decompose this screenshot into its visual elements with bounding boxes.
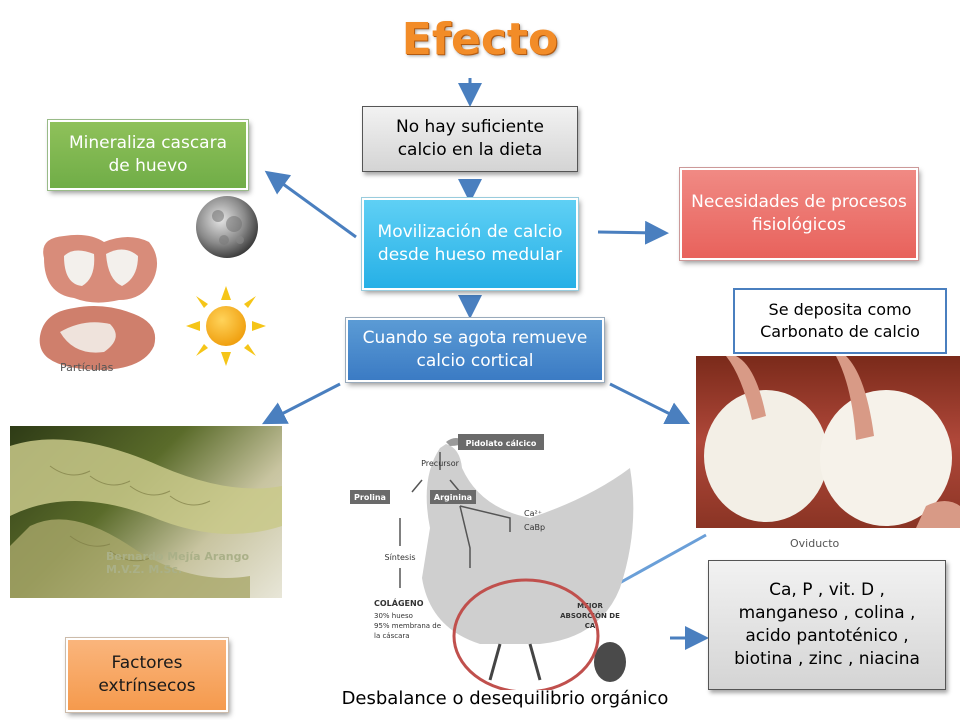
factores-label: Factores extrínsecos [98, 653, 196, 696]
carbonato-label: Se deposita como Carbonato de calcio [760, 300, 920, 341]
hen-colageno-2: 95% membrana de [374, 622, 441, 630]
particulas-caption: Partículas [60, 361, 114, 374]
leg-photo: Bernardo Mejía Arango M.V.Z. M.Sc. [10, 426, 282, 598]
hen-sintesis: Síntesis [385, 553, 416, 562]
eggs-shape-icon [704, 356, 960, 528]
hen-precursor: Precursor [421, 459, 460, 468]
bone-particles-image [39, 234, 158, 370]
hen-mejor-2: ABSORCIÓN DE [560, 611, 620, 620]
watermark-line1: Bernardo Mejía Arango [106, 550, 250, 563]
no-calcio-box: No hay suficiente calcio en la dieta [362, 106, 578, 172]
hen-colageno-3: la cáscara [374, 632, 410, 640]
hen-prolina: Prolina [354, 493, 386, 502]
hen-ca2: Ca²⁺ [524, 509, 542, 518]
hen-colageno-1: 30% hueso [374, 612, 413, 620]
oviducto-caption: Oviducto [790, 537, 840, 550]
cortical-label: Cuando se agota remueve calcio cortical [362, 328, 588, 371]
factores-box: Factores extrínsecos [65, 637, 229, 713]
nutrientes-box: Ca, P , vit. D , manganeso , colina , ac… [708, 560, 946, 690]
cortical-box: Cuando se agota remueve calcio cortical [345, 317, 605, 383]
hen-legs-icon [488, 643, 542, 681]
hen-diagram: Pidolato cálcico Precursor Prolina Argin… [350, 434, 634, 690]
page-title: Efecto [401, 14, 559, 65]
nutrientes-label: Ca, P , vit. D , manganeso , colina , ac… [734, 580, 920, 669]
moon-icon [196, 196, 258, 258]
arrow-to-factores-photo [261, 382, 341, 425]
photo-watermark: Bernardo Mejía Arango M.V.Z. M.Sc. [106, 550, 249, 576]
movilizacion-label: Movilización de calcio desde hueso medul… [377, 222, 563, 265]
egg-icon [594, 642, 626, 682]
necesidades-box: Necesidades de procesos fisiológicos [679, 167, 919, 261]
necesidades-label: Necesidades de procesos fisiológicos [691, 192, 907, 235]
legs-highlight-ellipse [452, 578, 600, 690]
sun-icon [186, 286, 266, 366]
leg-shape-icon [10, 439, 282, 598]
hen-mejor-1: MEJOR [577, 602, 603, 610]
watermark-line2: M.V.Z. M.Sc. [106, 563, 183, 577]
arrow-to-egg-photo [609, 382, 691, 425]
hen-pidolato: Pidolato cálcico [466, 439, 537, 448]
hen-cabp: CaBp [524, 523, 545, 532]
carbonato-box: Se deposita como Carbonato de calcio [733, 288, 947, 354]
no-calcio-label: No hay suficiente calcio en la dieta [396, 117, 544, 160]
arrow-to-necesidades [597, 220, 669, 245]
mineraliza-label: Mineraliza cascara de huevo [68, 133, 227, 176]
mineraliza-box: Mineraliza cascara de huevo [47, 119, 249, 191]
hen-colageno: COLÁGENO [374, 597, 424, 608]
arrow-to-mineraliza [264, 170, 357, 239]
desbalance-caption: Desbalance o desequilibrio orgánico [341, 688, 669, 709]
soft-eggs-photo [696, 356, 960, 528]
hen-mejor-3: CA [585, 622, 596, 630]
hen-arginina: Arginina [434, 493, 472, 502]
movilizacion-box: Movilización de calcio desde hueso medul… [361, 197, 579, 291]
